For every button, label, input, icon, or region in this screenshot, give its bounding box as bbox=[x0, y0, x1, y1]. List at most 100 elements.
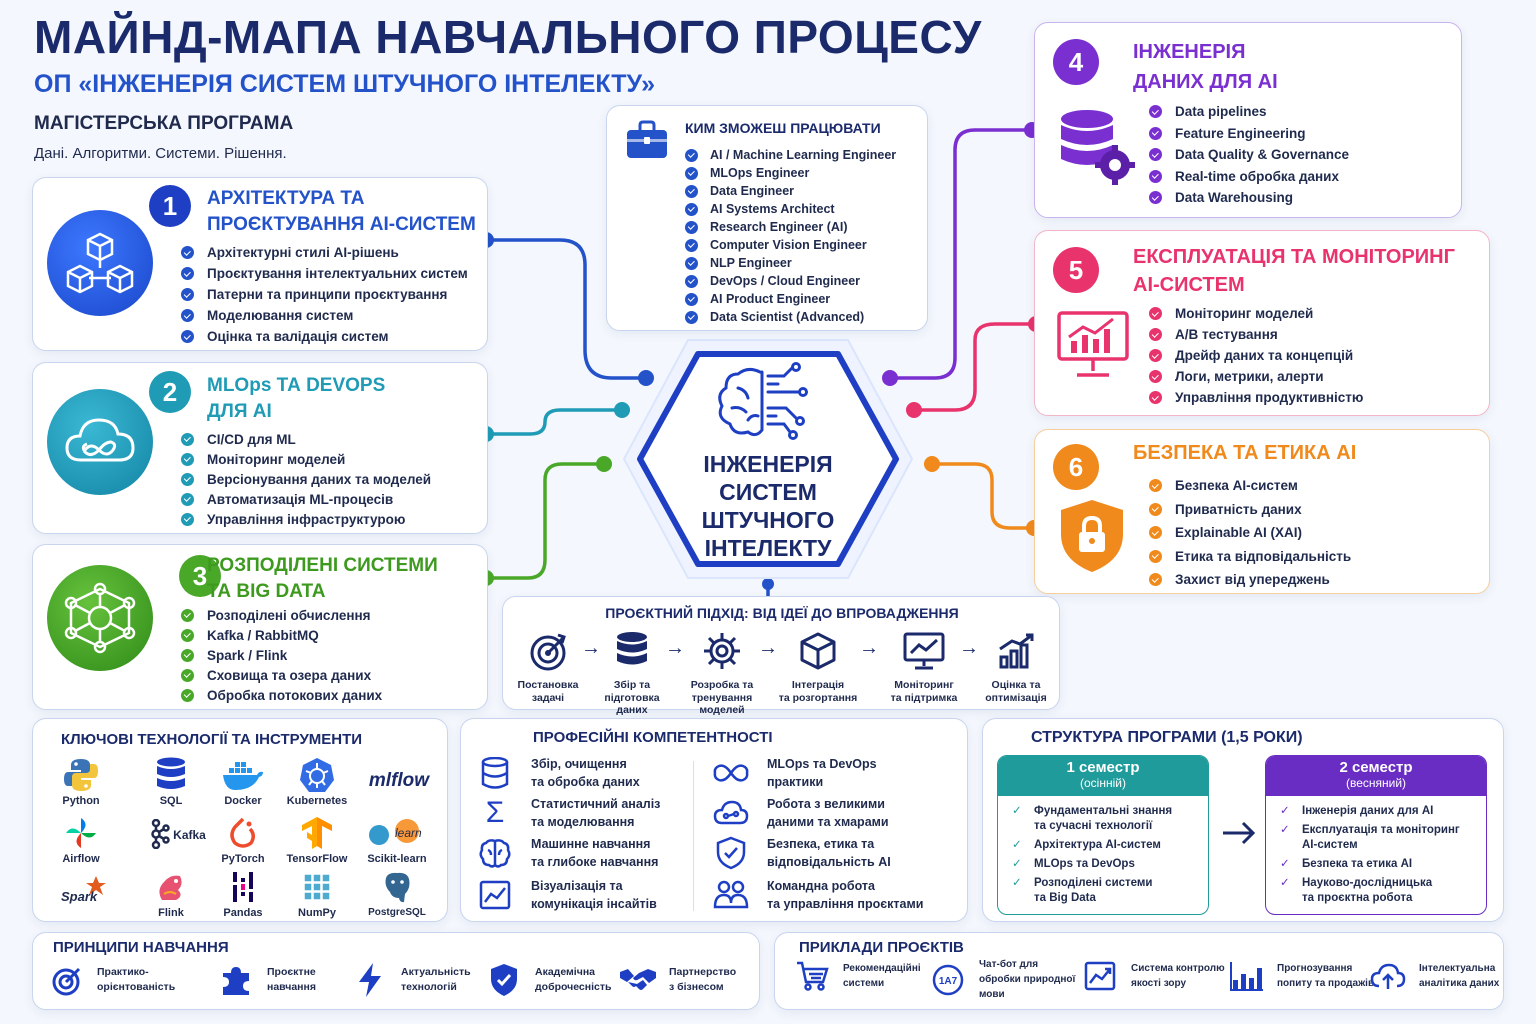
topic-3-item: Обробка потокових даних bbox=[181, 685, 382, 705]
semester-2: 2 семестр (весняний) ✓Інженерія даних дл… bbox=[1265, 755, 1487, 915]
topic-4-item: Data pipelines bbox=[1149, 101, 1349, 123]
cubes-icon bbox=[47, 210, 153, 316]
topic-5-item: Управління продуктивністю bbox=[1149, 387, 1363, 408]
topic-number-5: 5 bbox=[1053, 247, 1099, 293]
airflow-icon bbox=[66, 818, 96, 848]
tech-scikit-learn: learn Scikit-learn bbox=[357, 815, 437, 865]
topic-2-item: Версіонування даних та моделей bbox=[181, 469, 431, 489]
check-icon bbox=[181, 688, 194, 702]
example-item: Рекомендаційні системи bbox=[793, 957, 921, 995]
check-icon bbox=[685, 274, 698, 288]
topic-2-item: CI/CD для ML bbox=[181, 429, 431, 449]
topic-1-item: Проєктування інтелектуальних систем bbox=[181, 263, 468, 284]
topic-5-item: Моніторинг моделей bbox=[1149, 303, 1363, 324]
topic-card-3: 3 РОЗПОДІЛЕНІ СИСТЕМИ ТА BIG DATA Розпод… bbox=[32, 544, 488, 710]
tech-sql: SQL bbox=[131, 757, 211, 807]
topic-title-6: БЕЗПЕКА ТА ЕТИКА AI bbox=[1133, 442, 1357, 464]
pandas-icon bbox=[233, 872, 253, 902]
numpy-icon bbox=[303, 873, 331, 901]
check-icon bbox=[181, 309, 194, 322]
competency-item: MLOps та DevOps практики bbox=[713, 755, 877, 791]
mlflow-logo: mlflow bbox=[368, 770, 430, 791]
principle-item: Академічна доброчесність bbox=[485, 961, 611, 999]
line-chart-icon bbox=[479, 880, 511, 910]
cloud-infinity-icon bbox=[47, 389, 153, 495]
principle-item: Проєктне навчання bbox=[217, 961, 316, 999]
topic-1-item: Моделювання систем bbox=[181, 305, 468, 326]
network-icon bbox=[47, 565, 153, 671]
example-item: Прогнозування попиту та продажів bbox=[1227, 957, 1374, 995]
team-icon bbox=[713, 880, 749, 909]
topic-number-1: 1 bbox=[149, 185, 191, 227]
check-icon bbox=[1149, 307, 1162, 320]
competency-item: Безпека, етика та відповідальність AI bbox=[713, 835, 891, 871]
tech-pytorch: PyTorch bbox=[203, 815, 283, 865]
approach-step: Інтеграція та розгортання bbox=[773, 629, 863, 704]
page-title: МАЙНД-МАПА НАВЧАЛЬНОГО ПРОЦЕСУ bbox=[34, 11, 982, 63]
program-label: МАГІСТЕРСЬКА ПРОГРАМА bbox=[34, 113, 294, 134]
approach-step: Постановка задачі bbox=[503, 629, 593, 704]
arrow-right-icon bbox=[1221, 819, 1257, 852]
tech-python: Python bbox=[41, 757, 121, 807]
check-icon bbox=[1149, 526, 1162, 540]
check-icon bbox=[181, 452, 194, 466]
check-icon bbox=[685, 166, 698, 180]
semester-1-item: ✓MLOps та DevOps bbox=[1012, 858, 1135, 870]
scikit-learn-icon: learn bbox=[369, 819, 422, 845]
career-item: AI Product Engineer bbox=[685, 290, 896, 308]
puzzle-icon bbox=[223, 967, 249, 995]
pytorch-icon bbox=[230, 817, 255, 848]
topic-4-item: Real-time обробка даних bbox=[1149, 166, 1349, 188]
topic-card-6: 6 БЕЗПЕКА ТА ЕТИКА AI Безпека AI-систем … bbox=[1034, 429, 1490, 594]
python-icon bbox=[64, 759, 98, 791]
semester-2-sub: (весняний) bbox=[1345, 776, 1407, 790]
topic-6-item: Етика та відповідальність bbox=[1149, 545, 1351, 569]
competency-item: Робота з великими даними та хмарами bbox=[713, 795, 889, 831]
check-icon bbox=[181, 330, 194, 343]
semester-2-item: ✓Безпека та етика AI bbox=[1280, 858, 1413, 870]
center-line-1: ІНЖЕНЕРІЯ bbox=[703, 451, 833, 477]
brain-icon bbox=[479, 839, 511, 868]
structure-card: СТРУКТУРА ПРОГРАМИ (1,5 РОКИ) 1 семестр … bbox=[982, 718, 1504, 922]
check-icon bbox=[685, 220, 698, 234]
check-icon bbox=[181, 628, 194, 642]
database-icon bbox=[157, 757, 185, 789]
topic-card-4: 4 ІНЖЕНЕРІЯ ДАНИХ ДЛЯ AI Data pipelines … bbox=[1034, 22, 1462, 218]
check-icon bbox=[181, 648, 194, 662]
arrow-icon: → bbox=[758, 637, 778, 659]
topic-number-2: 2 bbox=[149, 371, 191, 413]
careers-title: КИМ ЗМОЖЕШ ПРАЦЮВАТИ bbox=[685, 120, 881, 136]
competency-item: Машинне навчання та глибоке навчання bbox=[477, 835, 658, 871]
monitor-icon bbox=[903, 632, 945, 670]
page-subtitle: ОП «ІНЖЕНЕРІЯ СИСТЕМ ШТУЧНОГО ІНТЕЛЕКТУ» bbox=[34, 70, 656, 98]
arrow-icon: → bbox=[581, 637, 601, 659]
topic-number-6: 6 bbox=[1053, 444, 1099, 490]
check-icon bbox=[181, 668, 194, 682]
tech-spark: Spark bbox=[45, 873, 125, 909]
topic-number-3: 3 bbox=[179, 555, 221, 597]
center-hexagon: ІНЖЕНЕРІЯ СИСТЕМ ШТУЧНОГО ІНТЕЛЕКТУ bbox=[618, 334, 918, 584]
topic-5-item: Логи, метрики, алерти bbox=[1149, 366, 1363, 387]
topic-title-1: АРХІТЕКТУРА ТА ПРОЄКТУВАННЯ AI-СИСТЕМ bbox=[207, 188, 476, 235]
briefcase-icon bbox=[625, 120, 669, 165]
topic-6-item: Приватність даних bbox=[1149, 498, 1351, 522]
competency-item: Збір, очищення та обробка даних bbox=[477, 755, 640, 791]
kafka-icon bbox=[151, 819, 170, 849]
arrow-icon: → bbox=[665, 637, 685, 659]
approach-step: Розробка та тренування моделей bbox=[677, 629, 767, 717]
bar-chart-icon bbox=[999, 633, 1034, 669]
center-line-4: ІНТЕЛЕКТУ bbox=[704, 535, 832, 561]
career-item: Data Scientist (Advanced) bbox=[685, 308, 896, 326]
tech-kafka: Kafka bbox=[137, 819, 217, 849]
check-icon bbox=[1149, 169, 1162, 183]
check-icon bbox=[181, 492, 194, 506]
competencies-title: ПРОФЕСІЙНІ КОМПЕТЕНТНОСТІ bbox=[533, 729, 773, 746]
kubernetes-icon bbox=[300, 758, 334, 792]
topic-number-4: 4 bbox=[1053, 39, 1099, 85]
flink-icon bbox=[159, 875, 182, 900]
tensorflow-icon bbox=[302, 817, 332, 849]
topic-5-item: Дрейф даних та концепцій bbox=[1149, 345, 1363, 366]
topic-6-item: Explainable AI (XAI) bbox=[1149, 521, 1351, 545]
principles-card: ПРИНЦИПИ НАВЧАННЯ Практико- орієнтованіс… bbox=[32, 932, 760, 1010]
check-icon bbox=[181, 267, 194, 280]
